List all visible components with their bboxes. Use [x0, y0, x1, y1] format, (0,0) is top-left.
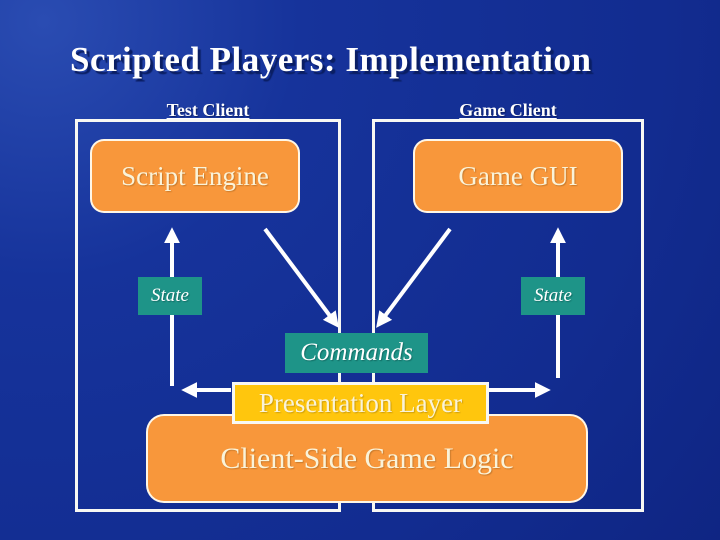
state-label-left: State: [138, 277, 202, 315]
client-side-game-logic-box: Client-Side Game Logic: [146, 414, 588, 503]
region-label-test-client: Test Client: [166, 100, 250, 120]
game-client-region: [372, 119, 644, 512]
slide-title: Scripted Players: Implementation: [70, 40, 592, 79]
commands-box: Commands: [285, 333, 428, 373]
script-engine-box: Script Engine: [90, 139, 300, 213]
state-label-right: State: [521, 277, 585, 315]
region-label-game-client: Game Client: [459, 100, 557, 120]
presentation-layer-box: Presentation Layer: [232, 382, 489, 424]
test-client-region: [75, 119, 341, 512]
game-gui-box: Game GUI: [413, 139, 623, 213]
